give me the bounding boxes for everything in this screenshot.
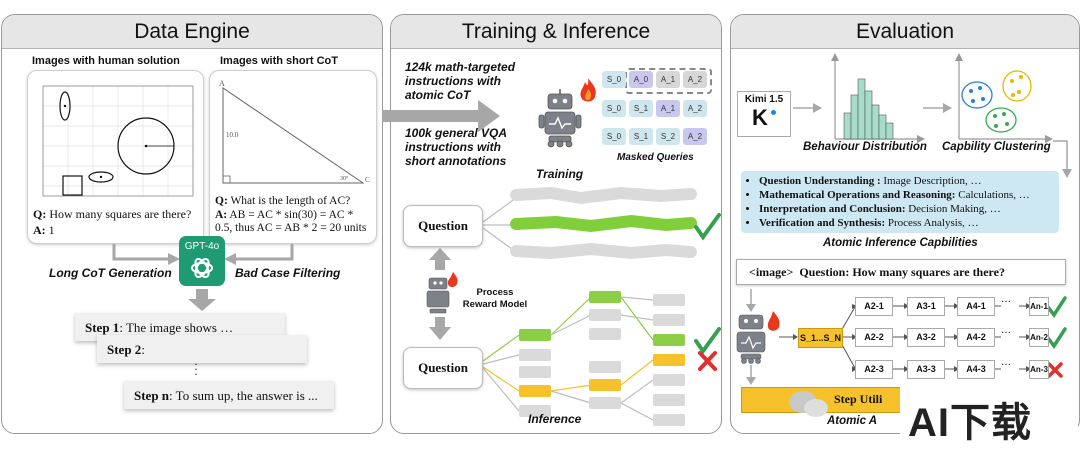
token: S_0: [602, 100, 626, 117]
capabilities-list: Question Understanding : Image Descripti…: [741, 171, 1059, 230]
chain-node: A2-1: [855, 297, 893, 316]
chain-ellipsis: ···: [1001, 360, 1011, 371]
training-inference-title: Training & Inference: [391, 15, 721, 49]
watermark-box: AI下载: [900, 386, 1078, 446]
bottom-caption: Atomic A: [827, 415, 878, 427]
chain-node: A3-1: [907, 297, 945, 316]
chain-node: A3-2: [907, 328, 945, 347]
token: A_2: [683, 71, 707, 88]
prm-label: Process Reward Model: [462, 287, 528, 310]
chain-node: A3-3: [907, 360, 945, 379]
watermark-text: AI下载: [908, 401, 1032, 445]
data-engine-title: Data Engine: [2, 15, 382, 49]
training-label: Training: [536, 167, 584, 181]
right-image-header: Images with short CoT: [220, 55, 338, 67]
gpt4o-label: GPT-4o: [184, 241, 220, 252]
chain-ellipsis: ···: [1001, 297, 1011, 308]
human-solution-card: Q: How many squares are there? A: 1: [27, 70, 204, 244]
right-answer: A: AB = AC * sin(30) = AC * 0.5, thus AC…: [215, 209, 367, 234]
robot-icon: [538, 89, 582, 148]
chain-node: An-1: [1029, 297, 1049, 316]
left-answer: A: 1: [33, 223, 55, 237]
left-question: Q: How many squares are there?: [33, 207, 192, 221]
token: A_1: [656, 100, 680, 117]
chain-start-node: S_1...S_N: [798, 328, 843, 348]
chain-node: A2-3: [855, 360, 893, 379]
capabilities-caption: Atomic Inference Capbilities: [823, 237, 978, 249]
openai-logo-icon: [191, 257, 213, 279]
long-cot-label: Long CoT Generation: [49, 266, 172, 280]
chain-node: An-2: [1029, 328, 1049, 347]
token: A_2: [683, 100, 707, 117]
token: S_0: [602, 71, 626, 88]
chain-ellipsis: ···: [1001, 328, 1011, 339]
kimi-name: Kimi 1.5: [744, 94, 784, 105]
chain-node: A4-3: [957, 360, 995, 379]
check-icon: [694, 213, 721, 241]
masked-queries-label: Masked Queries: [617, 152, 694, 163]
token: S_2: [656, 128, 680, 145]
training-inference-panel: Training & Inference 124k math-targeted …: [390, 14, 722, 434]
chain-node: A4-1: [957, 297, 995, 316]
gpt4o-badge: GPT-4o: [179, 236, 225, 286]
evaluation-graphics: [736, 53, 1072, 385]
pipeline-arrow: [382, 100, 500, 132]
token: S_0: [602, 128, 626, 145]
evaluation-panel: Evaluation Kimi 1.5 K: [730, 14, 1080, 434]
chain-node: An-3: [1029, 360, 1049, 379]
triangle-figure: A 10.0 30° C: [219, 79, 370, 184]
svg-text:C: C: [365, 176, 370, 184]
inference-label: Inference: [528, 412, 582, 426]
left-image-header: Images with human solution: [32, 55, 180, 67]
wechat-icon: [789, 391, 828, 417]
capability-item: Question Understanding : Image Descripti…: [759, 174, 1059, 188]
masked-token-grid: S_0 A_0 A_1 A_2 S_0 S_1 A_1 A_2 S_0 S_1 …: [598, 68, 712, 152]
cross-icon: [698, 351, 717, 371]
question-prompt-box: <image> Question: How many squares are t…: [736, 259, 1066, 285]
question-box-top: Question: [403, 205, 483, 247]
step-utility-text: Step Utili: [834, 392, 883, 406]
svg-text:30°: 30°: [340, 175, 349, 182]
masked-row-box: [625, 68, 712, 94]
bad-case-label: Bad Case Filtering: [235, 266, 341, 280]
inference-tree: [426, 186, 721, 426]
dataset-math-label: 124k math-targeted instructions with ato…: [405, 60, 516, 102]
check-icon: [1046, 327, 1067, 350]
question-prompt-text: <image> Question: How many squares are t…: [749, 265, 1005, 279]
fire-icon: [580, 78, 596, 102]
chain-node: A2-2: [855, 328, 893, 347]
capability-item: Verification and Synthesis: Process Anal…: [759, 216, 1059, 230]
geometry-figure: [42, 85, 194, 197]
svg-text:A: A: [219, 79, 225, 88]
token: S_1: [629, 100, 653, 117]
token: A_0: [629, 71, 653, 88]
capability-item: Mathematical Operations and Reasoning: C…: [759, 188, 1059, 202]
step-2-box: Step 2:: [97, 335, 307, 363]
evaluation-title: Evaluation: [731, 15, 1079, 49]
check-icon: [694, 327, 721, 355]
chain-node: A4-2: [957, 328, 995, 347]
step-n-box: Step n: To sum up, the answer is ...: [124, 381, 334, 409]
clustering-label: Capbility Clustering: [942, 141, 1051, 153]
token: S_1: [629, 128, 653, 145]
step-ellipsis: ···: [194, 357, 198, 381]
question-box-bottom: Question: [403, 347, 483, 389]
kimi-logo: Kimi 1.5 K: [737, 91, 791, 137]
token: A_2: [683, 128, 707, 145]
kimi-dot-icon: [771, 110, 776, 115]
behaviour-label: Behaviour Distribution: [803, 141, 927, 153]
kimi-k-icon: K: [752, 105, 768, 130]
capabilities-box: Question Understanding : Image Descripti…: [741, 171, 1059, 233]
svg-text:10.0: 10.0: [226, 131, 239, 139]
check-icon: [1046, 296, 1067, 319]
capability-item: Interpretation and Conclusion: Decision …: [759, 202, 1059, 216]
short-cot-card: A 10.0 30° C Q: What is the length of AC…: [209, 70, 377, 244]
data-engine-panel: Data Engine Images with human solution I…: [1, 14, 383, 434]
right-question: Q: What is the length of AC?: [215, 195, 351, 207]
token: A_1: [656, 71, 680, 88]
cross-icon: [1047, 362, 1063, 378]
